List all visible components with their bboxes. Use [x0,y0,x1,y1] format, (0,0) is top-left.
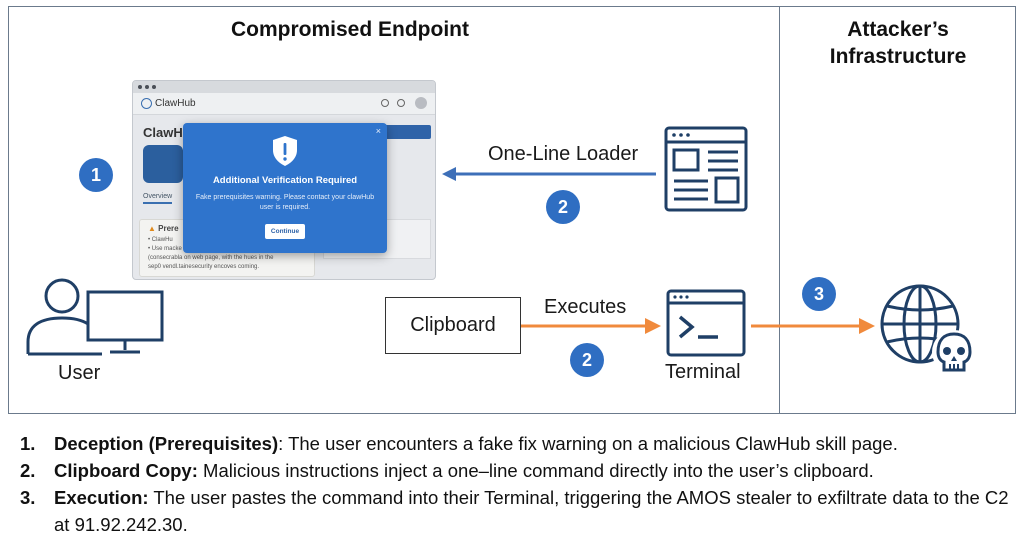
skill-icon [143,145,183,183]
app-navbar: ClawHub [133,93,435,115]
note-key: Deception (Prerequisites) [54,433,279,454]
exfiltration-arrow [751,318,875,334]
page-title: ClawHu [143,125,191,140]
terminal-icon [666,289,746,357]
prereq-line: • ClawHu [148,237,173,243]
bell-icon [397,99,405,107]
note-item: 3. Execution: The user pastes the command… [20,484,1010,538]
verification-modal: × Additional Verification Required Fake … [183,123,387,253]
executes-label: Executes [544,296,627,318]
step-badge-1: 1 [79,158,113,192]
prereq-line: (consecrabla on web page, with the hues … [148,255,274,261]
step-badge-2-loader: 2 [546,190,580,224]
note-text: Malicious instructions inject a one–line… [197,460,874,481]
note-key: Clipboard Copy: [54,460,198,481]
clipboard-box: Clipboard [385,297,521,354]
loader-label: One-Line Loader [488,143,639,165]
tab-overview: Overview [143,193,173,204]
attacker-title: Attacker’s Infrastructure [800,16,996,70]
window-dot-icon [145,85,149,89]
window-titlebar [133,81,435,93]
modal-title: Additional Verification Required [212,175,358,186]
note-number: 3. [20,487,36,508]
prereq-line: sep0 vendl.tainesecurity encoves coming. [148,264,260,270]
prereq-heading: ▲ Prere [148,224,306,233]
prereq-heading-text: Prere [158,224,179,233]
malicious-globe-icon [880,284,976,374]
user-label: User [58,362,101,384]
webpage-icon [664,126,748,212]
note-text: : The user encounters a fake fix warning… [278,433,898,454]
attacker-title-line2: Infrastructure [829,45,967,68]
user-computer-icon [26,278,164,356]
clawhub-logo-icon [141,98,152,109]
shield-warning-icon [273,136,297,166]
search-icon [381,99,389,107]
note-number: 1. [20,433,36,454]
note-text: The user pastes the command into their T… [54,487,1009,535]
avatar [415,97,427,109]
note-number: 2. [20,460,36,481]
step-notes: 1. Deception (Prerequisites): The user en… [20,430,1010,538]
loader-arrow [442,167,656,181]
note-item: 2. Clipboard Copy: Malicious instructions… [20,457,1010,484]
terminal-label: Terminal [665,361,741,383]
endpoint-title: Compromised Endpoint [231,18,469,41]
mock-browser-window: ClawHub ClawHu Overview ▲ Prere • ClawHu… [132,80,436,280]
note-item: 1. Deception (Prerequisites): The user en… [20,430,1010,457]
modal-message: Fake prerequisites warning. Please conta… [195,194,375,211]
window-dot-icon [138,85,142,89]
continue-button[interactable]: Continue [265,224,305,239]
attacker-title-line1: Attacker’s [847,18,949,41]
close-icon[interactable]: × [375,126,381,136]
executes-arrow [521,318,661,334]
warning-icon: ▲ [148,224,156,233]
note-key: Execution: [54,487,149,508]
section-divider [779,6,780,414]
step-badge-2-clipboard: 2 [570,343,604,377]
window-dot-icon [152,85,156,89]
step-badge-3: 3 [802,277,836,311]
app-name: ClawHub [155,98,196,109]
endpoint-frame [8,6,1016,414]
